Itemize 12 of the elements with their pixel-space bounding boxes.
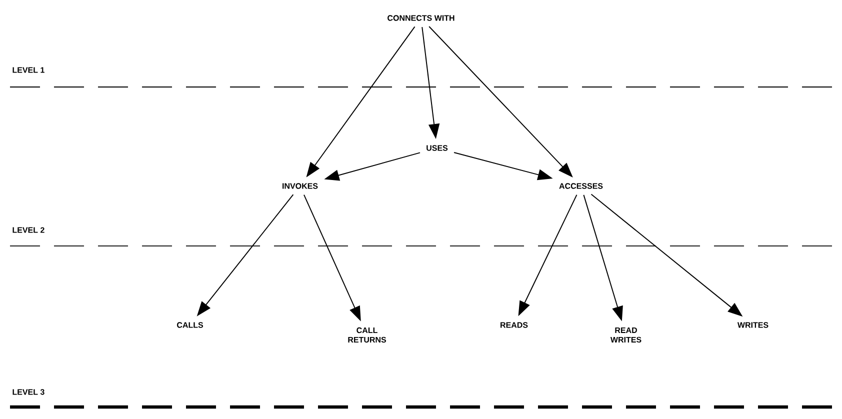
- node-label: READ WRITES: [610, 327, 642, 343]
- node-label: READS: [500, 322, 528, 328]
- node-label: CONNECTS WITH: [388, 15, 454, 21]
- node-label: WRITES: [737, 322, 768, 328]
- node-label: CALL RETURNS: [348, 327, 386, 343]
- node-label: INVOKES: [282, 183, 318, 189]
- level-label: LEVEL 1: [12, 67, 44, 73]
- node-label: CALLS: [177, 322, 204, 328]
- level-label: LEVEL 3: [12, 389, 44, 395]
- node-label: ACCESSES: [559, 183, 603, 189]
- level-label: LEVEL 2: [12, 227, 44, 233]
- node-label: USES: [426, 145, 448, 151]
